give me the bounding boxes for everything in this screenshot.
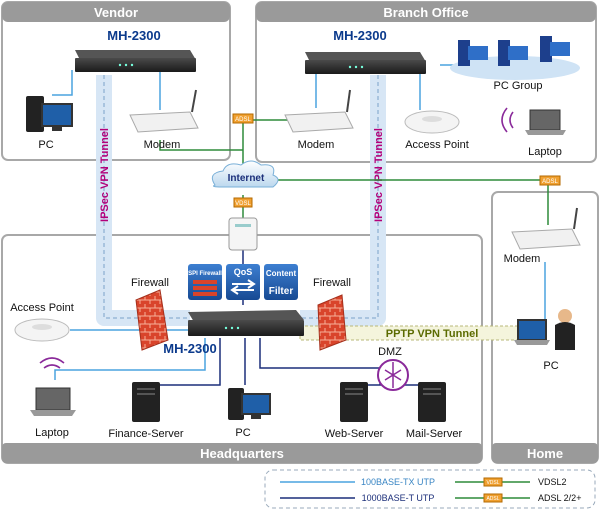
vdsl-badge: VDSL [233, 197, 253, 208]
hq-pc-label: PC [235, 427, 250, 439]
branch-access-point: Access Point [404, 110, 469, 151]
hq-laptop: Laptop [30, 357, 76, 439]
mh-hq-label: MH-2300 [163, 341, 216, 356]
hq-pc: PC [228, 388, 271, 439]
branch-ap-label: Access Point [405, 139, 469, 151]
modem-icon [284, 111, 354, 133]
laptop-icon [517, 319, 547, 341]
svg-text:ADSL: ADSL [542, 179, 558, 185]
svg-text:QoS: QoS [234, 267, 253, 277]
mail-server: Mail-Server [406, 382, 463, 440]
server-icon [418, 382, 446, 422]
mh2300-hq: MH-2300 [163, 310, 304, 356]
svg-text:ADSL: ADSL [235, 117, 251, 123]
cloud-icon [211, 160, 279, 188]
hq-ap-label: Access Point [10, 302, 74, 314]
pc-group: PC Group [450, 36, 580, 92]
dmz-switch: DMZ [377, 346, 409, 391]
modem-icon [129, 111, 199, 133]
internet-label: Internet [228, 173, 265, 184]
laptop-icon [35, 387, 71, 411]
hq-laptop-label: Laptop [35, 427, 69, 439]
mh2300-branch: MH-2300 [305, 28, 426, 74]
mail-server-label: Mail-Server [406, 428, 463, 440]
vendor-modem: Modem [129, 89, 199, 151]
svg-text:SPI Firewall: SPI Firewall [188, 271, 222, 277]
legend-1000base: 1000BASE-T UTP [362, 493, 435, 503]
zone-title-home: Home [527, 446, 563, 461]
firewall-icon [317, 294, 347, 351]
vendor-modem-label: Modem [144, 139, 181, 151]
internet-cloud: Internet [211, 160, 279, 188]
hq-firewall-right: Firewall [313, 277, 351, 351]
firewall-icon [135, 289, 169, 351]
mh-vendor-label: MH-2300 [107, 28, 160, 43]
mh2300-vendor: MH-2300 [75, 28, 196, 72]
content-filter-icon: Content Filter [264, 264, 298, 300]
zone-vendor: Vendor [1, 1, 231, 161]
adsl-badge-home: ADSL [539, 175, 561, 186]
ipsec-tunnel-label-left: IPSec VPN Tunnel [99, 128, 111, 222]
qos-icon: QoS [226, 264, 260, 300]
svg-text:Content: Content [266, 269, 297, 278]
legend-100base: 100BASE-TX UTP [361, 477, 435, 487]
zone-branch: Branch Office [255, 1, 597, 163]
branch-laptop-label: Laptop [528, 146, 562, 158]
home-pc: PC [514, 309, 575, 372]
home-modem-label: Modem [504, 253, 541, 265]
wifi-icon [501, 107, 514, 133]
branch-laptop: Laptop [501, 107, 566, 158]
legend-vdsl2: VDSL2 [538, 477, 567, 487]
svg-text:VDSL: VDSL [486, 480, 499, 486]
hq-vdsl-modem [228, 217, 258, 251]
web-server: Web-Server [325, 382, 384, 440]
pptp-tunnel-label: PPTP VPN Tunnel [386, 328, 479, 340]
web-server-label: Web-Server [325, 428, 384, 440]
finance-server-label: Finance-Server [108, 428, 184, 440]
zone-title-branch: Branch Office [383, 5, 468, 20]
adsl-badge-branch: ADSL [232, 113, 254, 124]
spi-firewall-icon: SPI Firewall [188, 264, 222, 300]
branch-modem: Modem [284, 89, 354, 151]
server-icon [340, 382, 368, 422]
zone-title-vendor: Vendor [94, 5, 138, 20]
ipsec-tunnel-label-right: IPSec VPN Tunnel [373, 128, 385, 222]
modem-icon [511, 228, 581, 250]
laptop-icon [529, 109, 561, 131]
hq-firewall-left: Firewall [131, 277, 169, 351]
firewall-left-label: Firewall [131, 277, 169, 289]
zone-title-hq: Headquarters [200, 446, 284, 461]
home-modem: Modem [504, 207, 581, 265]
legend-adsl: ADSL 2/2+ [538, 493, 581, 503]
hq-access-point: Access Point [10, 302, 74, 342]
svg-text:VDSL: VDSL [235, 201, 251, 207]
modem-icon [228, 217, 258, 251]
server-icon [132, 382, 160, 422]
home-pc-label: PC [543, 360, 558, 372]
pc-group-icons [458, 36, 570, 66]
vendor-pc: PC [26, 96, 73, 151]
svg-text:Filter: Filter [269, 286, 294, 297]
dmz-label: DMZ [378, 346, 402, 358]
vendor-pc-label: PC [38, 139, 53, 151]
branch-modem-label: Modem [298, 139, 335, 151]
legend: 100BASE-TX UTP 1000BASE-T UTP VDSL VDSL2… [264, 469, 596, 509]
person-icon [558, 309, 572, 323]
pc-tower-icon [228, 388, 244, 420]
wifi-icon [39, 357, 65, 369]
feature-icons: SPI Firewall QoS Content Filter [188, 264, 298, 300]
pc-group-label: PC Group [494, 80, 543, 92]
monitor-icon [241, 393, 271, 415]
monitor-icon [41, 103, 73, 127]
firewall-right-label: Firewall [313, 277, 351, 289]
pc-tower-icon [26, 96, 44, 132]
finance-server: Finance-Server [108, 382, 184, 440]
svg-text:ADSL: ADSL [486, 496, 499, 502]
mh-branch-label: MH-2300 [333, 28, 386, 43]
